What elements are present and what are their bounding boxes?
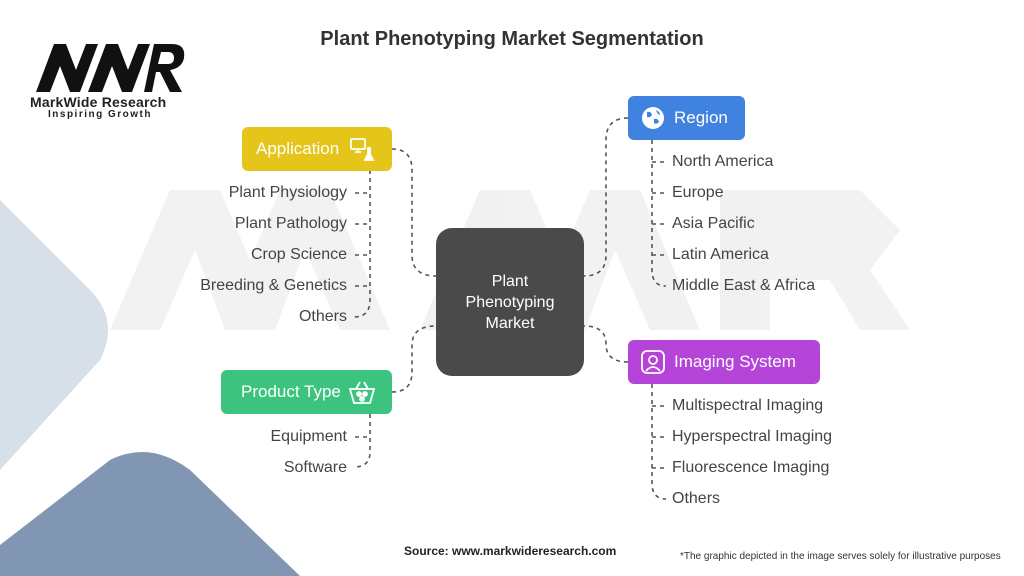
connector-region-items [651, 140, 667, 287]
logo-mark [36, 44, 185, 92]
source-credit: Source: www.markwideresearch.com [404, 544, 617, 558]
imaging-item-4: Others [672, 490, 721, 507]
connector-imaging-items [651, 384, 667, 500]
page-title: Plant Phenotyping Market Segmentation [320, 28, 704, 50]
category-product-type: Product Type [221, 370, 392, 414]
product-type-item-1: Equipment [270, 428, 348, 445]
camera-icon [638, 347, 668, 377]
region-item-5: Middle East & Africa [672, 277, 816, 294]
region-item-2: Europe [672, 184, 724, 201]
region-item-3: Asia Pacific [672, 215, 755, 232]
application-item-2: Plant Pathology [234, 215, 347, 232]
category-region: Region [628, 96, 745, 140]
logo-name: MarkWide Research [30, 94, 167, 110]
application-item-4: Breeding & Genetics [200, 277, 347, 294]
connector-imaging [583, 325, 629, 363]
disclaimer-note: *The graphic depicted in the image serve… [680, 551, 1001, 562]
region-item-4: Latin America [672, 246, 769, 263]
application-item-1: Plant Physiology [228, 184, 347, 201]
basket-icon [347, 377, 377, 407]
center-node: Plant Phenotyping Market [436, 228, 584, 376]
region-item-1: North America [672, 153, 774, 170]
globe-icon [638, 103, 668, 133]
connector-region [583, 117, 629, 277]
category-imaging-system-label: Imaging System [674, 352, 796, 371]
category-region-label: Region [674, 108, 728, 127]
category-application: Application [242, 127, 392, 171]
category-product-type-label: Product Type [241, 382, 341, 401]
connector-application-items [353, 170, 371, 318]
decor-shape-bottom [0, 452, 300, 576]
connector-application [391, 148, 437, 277]
imaging-item-1: Multispectral Imaging [672, 397, 824, 414]
imaging-item-2: Hyperspectral Imaging [672, 428, 833, 445]
connector-product-items [353, 414, 371, 468]
microscope-icon [347, 134, 377, 164]
category-imaging-system: Imaging System [628, 340, 820, 384]
application-item-3: Crop Science [250, 246, 347, 263]
imaging-item-3: Fluorescence Imaging [672, 459, 830, 476]
logo-tagline: Inspiring Growth [48, 109, 152, 120]
product-type-item-2: Software [283, 459, 347, 476]
category-application-label: Application [256, 139, 340, 158]
application-item-5: Others [298, 308, 347, 325]
center-label: Plant Phenotyping Market [465, 272, 555, 332]
connector-product-type [391, 325, 437, 393]
decor-shape-top [0, 200, 108, 470]
